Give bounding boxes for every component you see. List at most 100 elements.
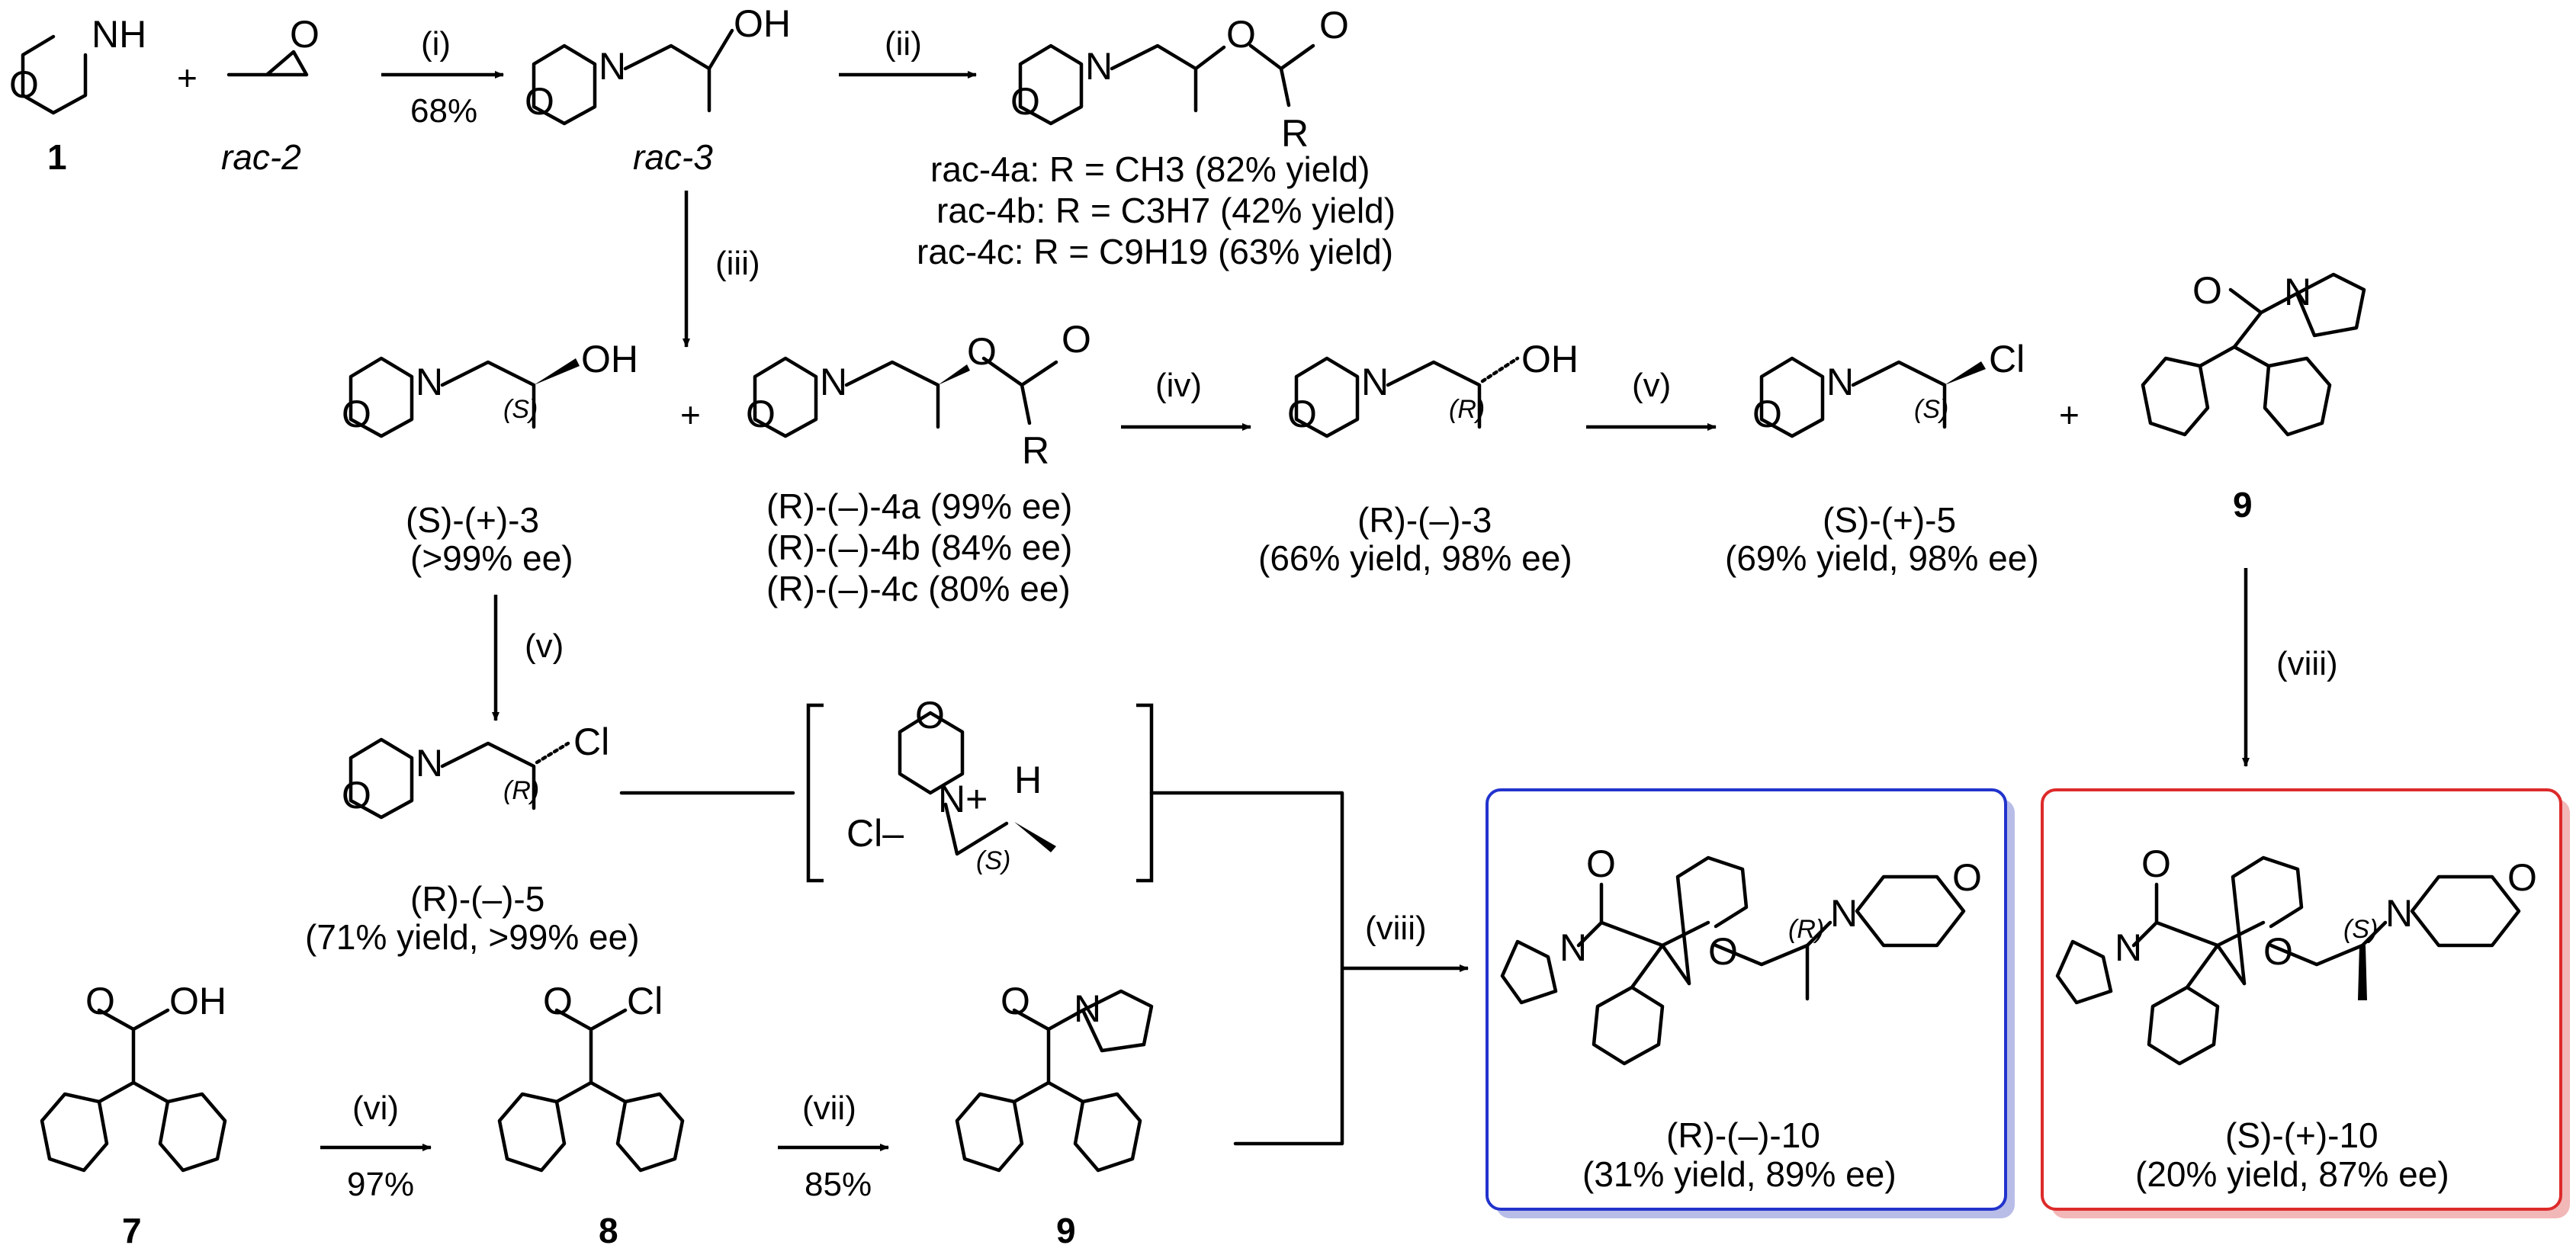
- compound-R4-structure: O N O O R: [746, 318, 1091, 472]
- atom-o: O: [543, 980, 573, 1022]
- atom-o: O: [342, 774, 371, 817]
- atom-oh: OH: [581, 338, 638, 380]
- label-R5: (R)-(–)-5: [410, 879, 544, 919]
- product-box-R10: O N O N O (R) (R)-(–)-10 (31% yield, 89%…: [1486, 788, 2015, 1218]
- label-compound-1: 1: [47, 137, 67, 177]
- plus-sign: +: [177, 58, 198, 98]
- label-R10-yield: (31% yield, 89% ee): [1582, 1154, 1897, 1194]
- label-R3: (R)-(–)-3: [1357, 500, 1492, 540]
- atom-o: O: [1952, 856, 1982, 899]
- atom-o: O: [525, 80, 554, 123]
- compound-rac4-structure: O N O O R: [1010, 4, 1349, 155]
- condition-iii: (iii): [715, 245, 760, 282]
- compound-8-structure: O Cl: [497, 980, 685, 1173]
- condition-viii-center: (viii): [1365, 910, 1427, 947]
- atom-r: R: [1022, 429, 1049, 472]
- compound-S3-structure: O N OH (S): [342, 338, 638, 438]
- yield-vii: 85%: [805, 1166, 872, 1203]
- atom-n: N: [416, 742, 443, 785]
- label-R5-yield: (71% yield, >99% ee): [305, 917, 640, 957]
- atom-n: N: [416, 361, 443, 403]
- compound-R5-structure: O N Cl (R): [342, 720, 609, 820]
- yield-vi: 97%: [347, 1166, 414, 1203]
- compound-R3-structure: O N OH (R): [1287, 338, 1579, 438]
- atom-n: N: [820, 361, 847, 403]
- stereo-r: (R): [1788, 915, 1824, 944]
- atom-nh: NH: [92, 13, 146, 56]
- condition-vii: (vii): [802, 1090, 856, 1127]
- label-compound-9-top: 9: [2233, 485, 2253, 525]
- bracket-left: [806, 703, 824, 883]
- label-R4c: (R)-(–)-4c (80% ee): [766, 569, 1071, 608]
- compound-9-top-structure: O N: [2141, 269, 2366, 437]
- compound-rac3-structure: O N OH: [525, 2, 791, 126]
- aziridinium-intermediate: O N+ H Cl– (S): [806, 694, 1154, 883]
- atom-o: O: [967, 330, 997, 373]
- atom-o: O: [342, 393, 371, 435]
- condition-v-top: (v): [1632, 367, 1671, 404]
- label-rac4c: rac-4c: R = C9H19 (63% yield): [917, 232, 1393, 271]
- stereo-s: (S): [2343, 915, 2378, 944]
- label-S10-yield: (20% yield, 87% ee): [2135, 1154, 2449, 1194]
- label-compound-8: 8: [599, 1211, 618, 1250]
- atom-o: O: [2192, 269, 2222, 312]
- product-box-S10: O N O N O (S) (S)-(+)-10 (20% yield, 87%…: [2041, 788, 2570, 1218]
- plus-sign: +: [2059, 395, 2080, 435]
- atom-o: O: [1708, 930, 1738, 973]
- atom-o: O: [1062, 318, 1091, 361]
- atom-oh: OH: [169, 980, 226, 1022]
- compound-S5-structure: O N Cl (S): [1752, 338, 2025, 438]
- atom-oh: OH: [1521, 338, 1579, 380]
- label-compound-9-bottom: 9: [1056, 1211, 1076, 1250]
- atom-o: O: [1010, 80, 1040, 123]
- stereo-r: (R): [1449, 395, 1485, 424]
- label-R10: (R)-(–)-10: [1666, 1115, 1820, 1155]
- compound-rac2-structure: O: [226, 13, 320, 77]
- yield-i: 68%: [410, 92, 477, 130]
- label-S5-yield: (69% yield, 98% ee): [1725, 538, 2039, 578]
- atom-o: O: [1319, 4, 1349, 47]
- box-frame: [2041, 788, 2562, 1211]
- condition-i: (i): [421, 25, 451, 63]
- atom-r: R: [1281, 112, 1309, 155]
- label-rac4a: rac-4a: R = CH3 (82% yield): [930, 149, 1370, 189]
- atom-o: O: [2507, 856, 2537, 899]
- atom-o: O: [1001, 980, 1030, 1022]
- atom-o: O: [9, 63, 39, 106]
- atom-oh: OH: [734, 2, 791, 45]
- atom-n: N: [2115, 926, 2142, 969]
- label-R3-yield: (66% yield, 98% ee): [1258, 538, 1572, 578]
- atom-o: O: [1226, 13, 1256, 56]
- label-rac4b: rac-4b: R = C3H7 (42% yield): [936, 191, 1396, 230]
- atom-n: N: [1826, 361, 1854, 403]
- atom-n: N: [1074, 987, 1101, 1030]
- atom-o: O: [915, 694, 945, 737]
- condition-viii-right: (viii): [2276, 645, 2338, 682]
- label-rac3: rac-3: [633, 137, 713, 177]
- atom-o: O: [746, 393, 776, 435]
- compound-1-structure: O NH: [9, 13, 146, 115]
- label-S3-ee: (>99% ee): [410, 538, 573, 578]
- bracket-right: [1136, 703, 1154, 883]
- label-S10: (S)-(+)-10: [2225, 1115, 2378, 1155]
- atom-cl: Cl: [627, 980, 663, 1022]
- atom-n: N: [1361, 361, 1389, 403]
- atom-n: N: [1830, 892, 1858, 935]
- atom-o: O: [1752, 393, 1782, 435]
- atom-n: N: [1085, 45, 1113, 88]
- atom-o: O: [85, 980, 115, 1022]
- atom-n: N: [599, 45, 626, 88]
- atom-n: N: [1559, 926, 1587, 969]
- label-compound-7: 7: [122, 1211, 142, 1250]
- atom-cl: Cl: [1989, 338, 2025, 380]
- box-frame: [1486, 788, 2007, 1211]
- stereo-s: (S): [1914, 395, 1948, 424]
- label-S5: (S)-(+)-5: [1823, 500, 1956, 540]
- atom-o: O: [2141, 842, 2171, 885]
- plus-sign: +: [680, 395, 701, 435]
- connector-junction: [1149, 791, 1344, 1146]
- atom-cl-minus: Cl–: [846, 812, 904, 855]
- atom-n: N: [2385, 892, 2413, 935]
- label-R4b: (R)-(–)-4b (84% ee): [766, 528, 1072, 567]
- atom-o: O: [1287, 393, 1317, 435]
